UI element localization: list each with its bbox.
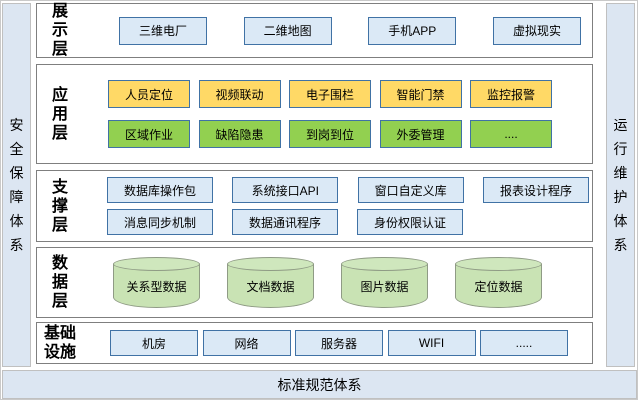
node-2d-map: 二维地图	[243, 16, 332, 45]
node-virtual-reality: 虚拟现实	[492, 16, 581, 45]
layer-presentation-content: 三维电厂 二维地图 手机APP 虚拟现实	[83, 4, 592, 57]
right-pillar-label: 运行维护体系	[613, 117, 628, 253]
node-message-sync: 消息同步机制	[107, 209, 213, 235]
cylinder-relational-data: 关系型数据	[113, 257, 200, 308]
support-row-1: 数据库操作包 系统接口API 窗口自定义库 报表设计程序	[107, 177, 589, 203]
bottom-pillar-label: 标准规范体系	[277, 376, 362, 393]
layer-data-content: 关系型数据 文档数据 图片数据 定位数据	[83, 248, 592, 317]
node-electronic-fence: 电子围栏	[289, 80, 371, 108]
left-pillar: 安全保障体系	[2, 3, 31, 367]
node-machine-room: 机房	[110, 330, 198, 356]
bottom-pillar: 标准规范体系	[2, 370, 637, 399]
node-db-operation-pkg: 数据库操作包	[107, 177, 213, 203]
node-mobile-app: 手机APP	[368, 16, 457, 45]
node-server: 服务器	[295, 330, 383, 356]
cylinder-location-data: 定位数据	[455, 257, 542, 308]
layer-support-content: 数据库操作包 系统接口API 窗口自定义库 报表设计程序 消息同步机制 数据通讯…	[83, 171, 592, 241]
node-area-work: 区域作业	[108, 120, 190, 148]
node-monitor-alarm: 监控报警	[470, 80, 552, 108]
node-data-comm: 数据通讯程序	[232, 209, 338, 235]
node-smart-access: 智能门禁	[379, 80, 462, 108]
node-network: 网络	[202, 330, 291, 356]
cylinder-document-data: 文档数据	[227, 257, 314, 308]
node-window-custom-lib: 窗口自定义库	[357, 177, 464, 203]
node-application-more: ....	[470, 120, 552, 148]
cylinder-top	[455, 257, 542, 271]
infrastructure-row: 机房 网络 服务器 WIFI .....	[110, 330, 568, 356]
node-outsourcing-mgmt: 外委管理	[379, 120, 462, 148]
cylinder-top	[341, 257, 428, 271]
layer-infrastructure: 基础设施 机房 网络 服务器 WIFI .....	[36, 322, 593, 364]
cylinder-body	[113, 264, 200, 308]
right-pillar: 运行维护体系	[606, 3, 635, 367]
node-system-api: 系统接口API	[232, 177, 339, 203]
node-on-duty: 到岗到位	[289, 120, 371, 148]
node-3d-plant: 三维电厂	[119, 16, 207, 45]
layer-presentation: 展示层 三维电厂 二维地图 手机APP 虚拟现实	[36, 3, 593, 58]
application-row-2: 区域作业 缺陷隐患 到岗到位 外委管理 ....	[108, 120, 552, 148]
cylinder-body	[341, 264, 428, 308]
layer-infrastructure-title: 基础设施	[43, 325, 76, 361]
data-row: 关系型数据 文档数据 图片数据 定位数据	[113, 257, 542, 308]
node-video-linkage: 视频联动	[198, 80, 281, 108]
layer-infrastructure-content: 机房 网络 服务器 WIFI .....	[83, 323, 592, 363]
support-row-2: 消息同步机制 数据通讯程序 身份权限认证	[107, 209, 589, 235]
cylinder-body	[227, 264, 314, 308]
node-infrastructure-more: .....	[480, 330, 568, 356]
cylinder-body	[455, 264, 542, 308]
layer-data: 数据层 关系型数据 文档数据 图片数据	[36, 247, 593, 318]
cylinder-image-data: 图片数据	[341, 257, 428, 308]
layer-data-title: 数据层	[51, 255, 68, 310]
layer-support: 支撑层 数据库操作包 系统接口API 窗口自定义库 报表设计程序 消息同步机制 …	[36, 170, 593, 242]
node-identity-auth: 身份权限认证	[357, 209, 463, 235]
layer-application-content: 人员定位 视频联动 电子围栏 智能门禁 监控报警 区域作业 缺陷隐患 到岗到位 …	[83, 65, 592, 163]
node-wifi: WIFI	[387, 330, 476, 356]
layer-application: 应用层 人员定位 视频联动 电子围栏 智能门禁 监控报警 区域作业 缺陷隐患 到…	[36, 64, 593, 164]
left-pillar-label: 安全保障体系	[9, 117, 24, 253]
layer-support-title: 支撑层	[51, 178, 68, 234]
node-report-designer: 报表设计程序	[482, 177, 589, 203]
cylinder-top	[227, 257, 314, 271]
node-defect-hazard: 缺陷隐患	[198, 120, 281, 148]
cylinder-top	[113, 257, 200, 271]
node-personnel-location: 人员定位	[108, 80, 190, 108]
application-row-1: 人员定位 视频联动 电子围栏 智能门禁 监控报警	[108, 80, 552, 108]
layer-presentation-title: 展示层	[51, 3, 68, 58]
layer-application-title: 应用层	[51, 86, 68, 142]
presentation-row: 三维电厂 二维地图 手机APP 虚拟现实	[119, 16, 581, 45]
